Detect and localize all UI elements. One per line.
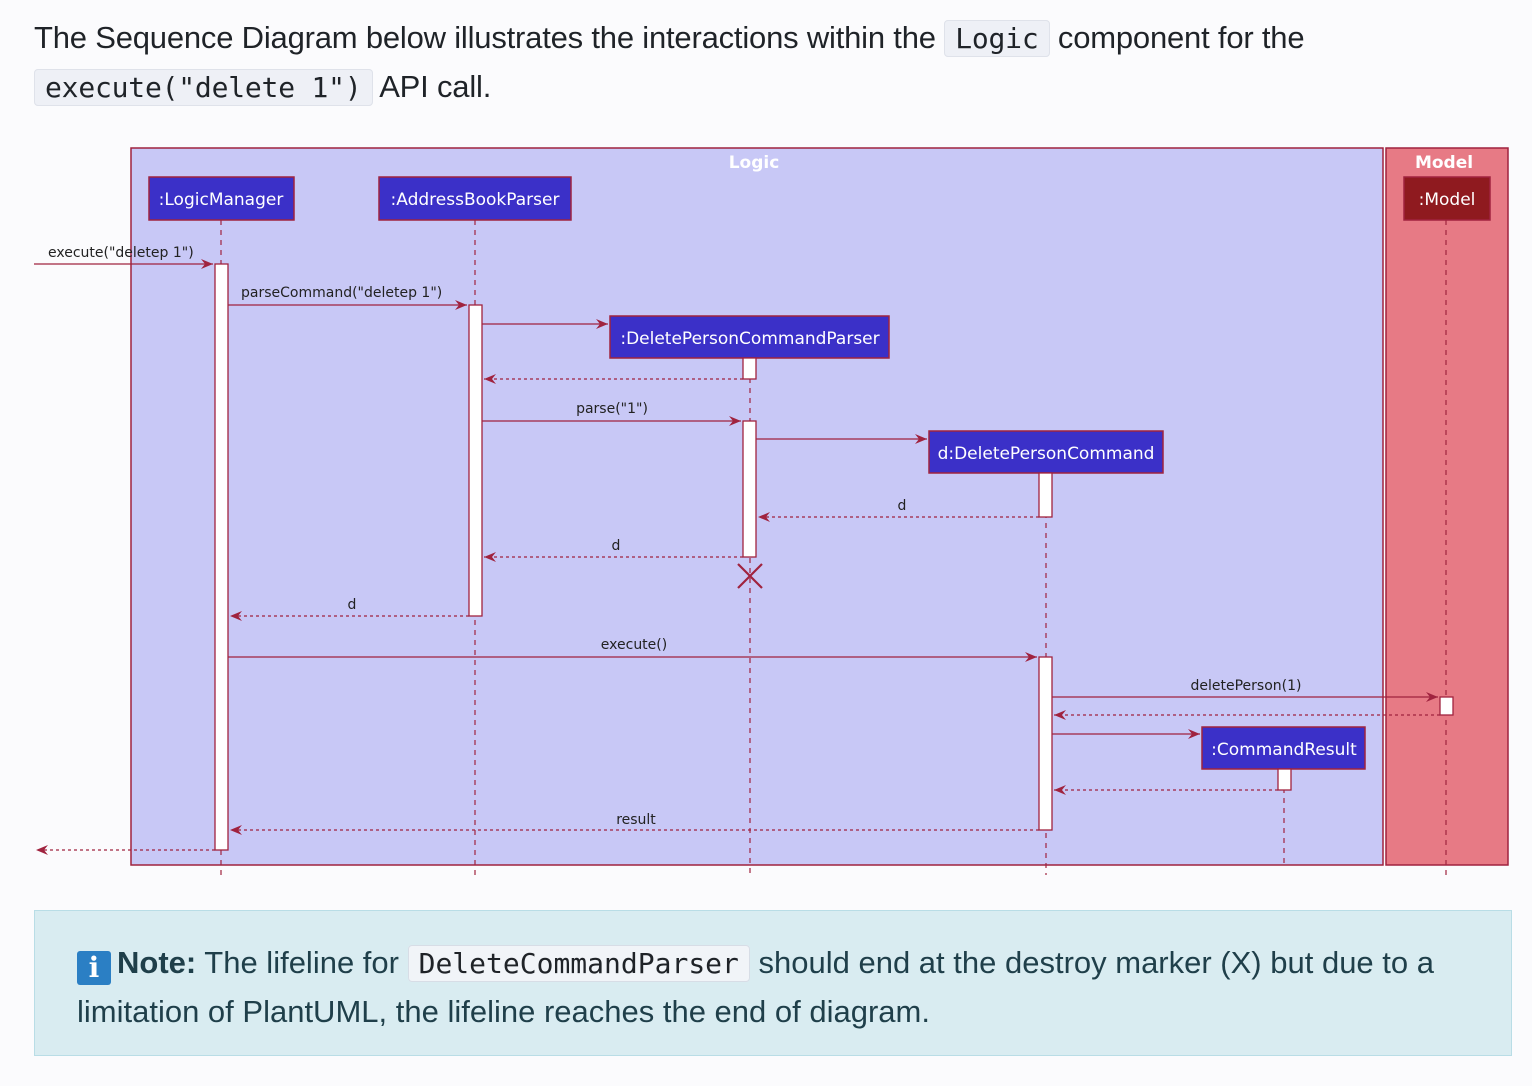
participant-logic-manager: :LogicManager bbox=[148, 176, 295, 221]
activation-parser-parse bbox=[742, 420, 757, 558]
message-parse: parse("1") bbox=[482, 401, 741, 426]
message-return-d-to-address-book-parser: d bbox=[484, 538, 743, 562]
participant-command-result: :CommandResult bbox=[1201, 726, 1366, 770]
message-execute-deletep: execute("deletep 1") bbox=[34, 245, 213, 269]
activation-command-creation bbox=[1038, 472, 1053, 518]
participant-address-book-parser-label: :AddressBookParser bbox=[391, 190, 560, 210]
message-label: d bbox=[898, 498, 907, 514]
note-text-2: should end at the destroy marker (X) but… bbox=[77, 945, 1434, 1029]
intro-text-1: The Sequence Diagram below illustrates t… bbox=[34, 20, 945, 55]
participant-delete-person-command-parser: :DeletePersonCommandParser bbox=[609, 315, 890, 359]
inline-code-logic: Logic bbox=[944, 20, 1050, 57]
activation-command-result bbox=[1277, 768, 1292, 791]
message-return-result: result bbox=[230, 812, 1039, 835]
participant-delete-person-command-parser-label: :DeletePersonCommandParser bbox=[620, 329, 879, 349]
intro-text-2: component for the bbox=[1049, 20, 1305, 55]
participant-delete-person-command-label: d:DeletePersonCommand bbox=[938, 444, 1155, 464]
participant-command-result-label: :CommandResult bbox=[1211, 740, 1357, 760]
message-label: execute() bbox=[601, 637, 667, 653]
activation-logic-manager bbox=[214, 263, 229, 851]
activation-command-execute bbox=[1038, 656, 1053, 831]
logic-box-label: Logic bbox=[729, 153, 780, 173]
participant-delete-person-command: d:DeletePersonCommand bbox=[928, 430, 1164, 474]
participant-logic-manager-label: :LogicManager bbox=[159, 190, 284, 210]
inline-code-delete-command-parser: DeleteCommandParser bbox=[407, 945, 750, 982]
message-label: parseCommand("deletep 1") bbox=[241, 285, 442, 301]
participant-address-book-parser: :AddressBookParser bbox=[378, 176, 572, 221]
intro-text-3: API call. bbox=[372, 69, 492, 104]
activation-model-delete bbox=[1439, 696, 1454, 716]
destroy-marker bbox=[737, 563, 763, 589]
message-label: parse("1") bbox=[576, 401, 648, 417]
message-label: d bbox=[348, 597, 357, 613]
activation-parser-creation bbox=[742, 357, 757, 380]
message-return-d-to-logic-manager: d bbox=[230, 597, 469, 621]
logic-box bbox=[130, 147, 1384, 866]
message-delete-person: deletePerson(1) bbox=[1052, 678, 1438, 702]
message-execute: execute() bbox=[228, 637, 1037, 662]
message-label: result bbox=[616, 812, 656, 828]
participant-model: :Model bbox=[1403, 176, 1491, 221]
sequence-diagram: Logic Model :LogicManager :AddressBookPa… bbox=[34, 147, 1509, 875]
message-return-d-to-parser: d bbox=[758, 498, 1039, 522]
intro-paragraph: The Sequence Diagram below illustrates t… bbox=[34, 14, 1504, 112]
inline-code-execute: execute("delete 1") bbox=[34, 69, 373, 106]
participant-model-label: :Model bbox=[1419, 190, 1476, 210]
model-box-label: Model bbox=[1415, 153, 1473, 173]
note-title: Note: bbox=[117, 945, 197, 980]
message-label: execute("deletep 1") bbox=[48, 245, 194, 261]
activation-address-book-parser bbox=[468, 304, 483, 617]
message-parse-command: parseCommand("deletep 1") bbox=[228, 285, 467, 310]
message-label: d bbox=[612, 538, 621, 554]
model-box bbox=[1385, 147, 1509, 866]
message-label: deletePerson(1) bbox=[1191, 678, 1302, 694]
note-text-1: The lifeline for bbox=[196, 945, 408, 980]
info-icon: i bbox=[77, 951, 111, 985]
